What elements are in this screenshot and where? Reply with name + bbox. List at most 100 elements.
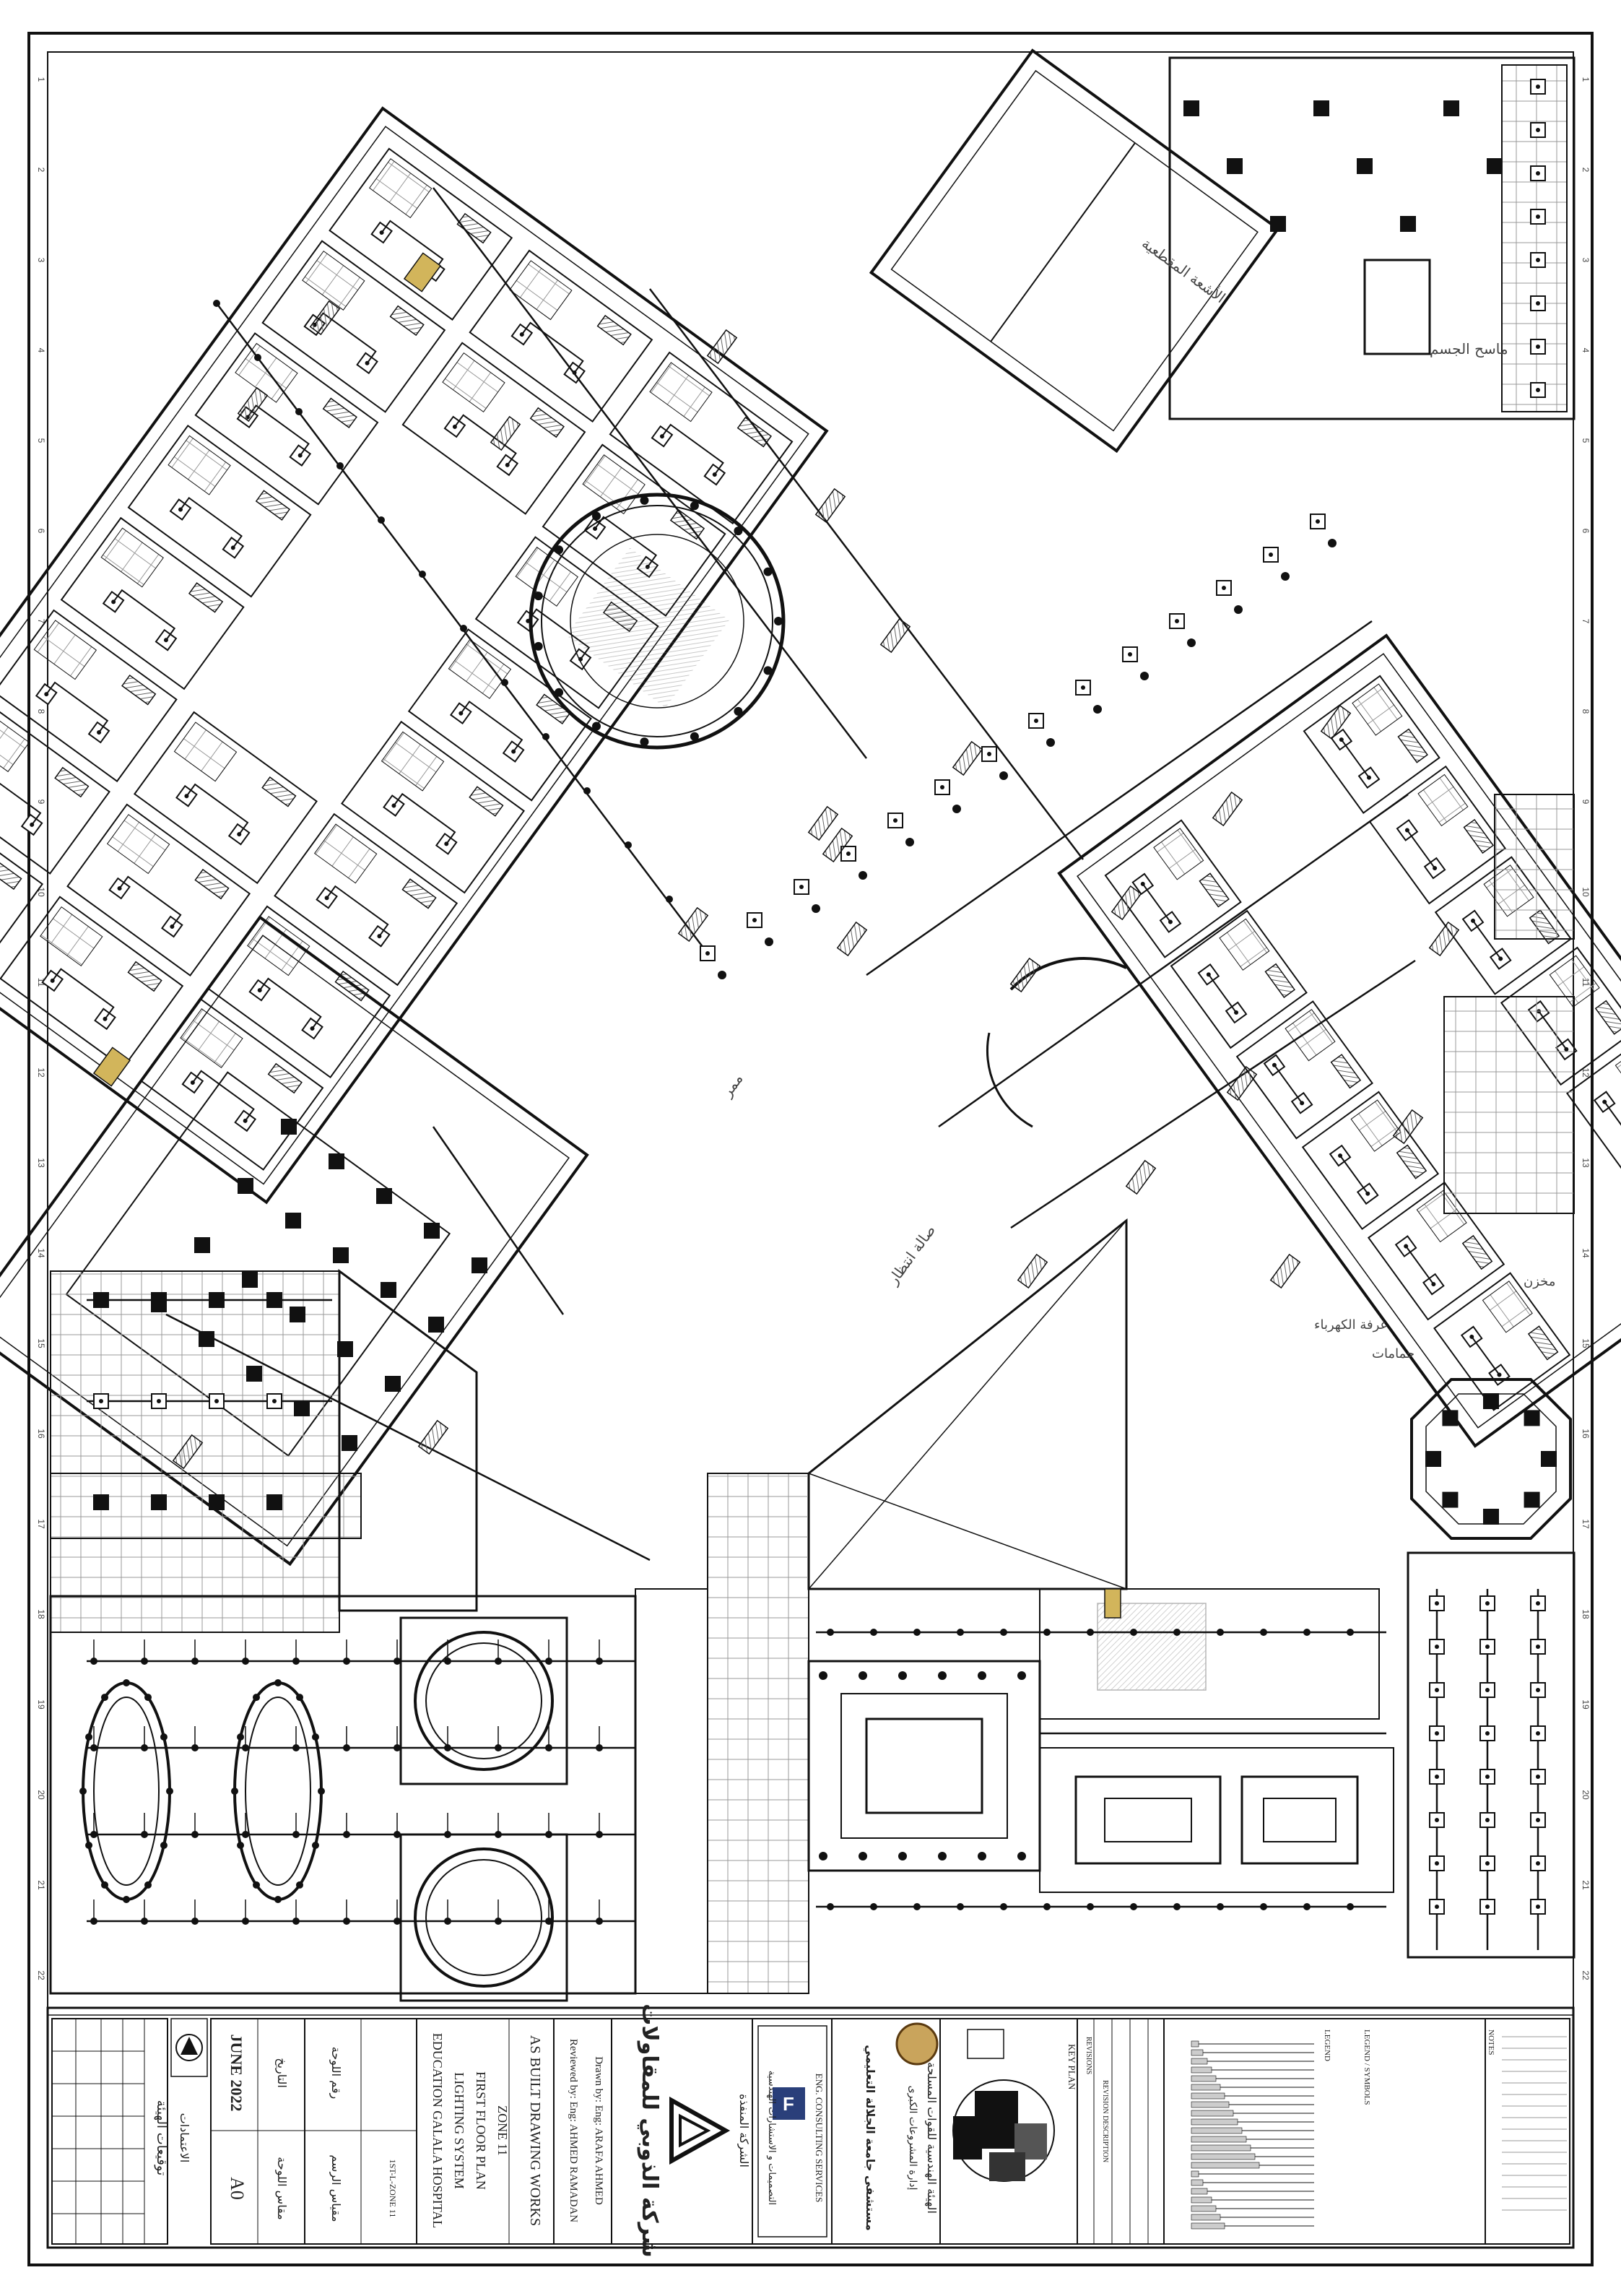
grid-row-label: 8 — [1581, 709, 1591, 714]
authority-block: الهيئة الهندسية للقوات المسلحة إدارة الم… — [831, 2018, 941, 2245]
octagon-room — [1407, 1378, 1576, 1959]
atrium-circle — [529, 493, 786, 750]
grid-row-label: 15 — [36, 1338, 46, 1348]
room-label: ماسح الجسم — [1430, 340, 1508, 358]
date-value: JUNE 2022 — [227, 2035, 245, 2112]
title-block: توقيعات الهيئة الاعتمادات JUNE 2022 التا… — [46, 2003, 1575, 2258]
grid-row-label: 6 — [36, 529, 46, 534]
grid-row-label: 19 — [1581, 1699, 1591, 1710]
atrium-south — [707, 1218, 1394, 1994]
grid-row-label: 22 — [36, 1970, 46, 1980]
contractor-block: شركة الذوبي للمقاولات الشركة المنفذة — [611, 2003, 753, 2258]
lobby-southwest — [50, 1269, 478, 1633]
key-plan: KEY PLAN — [939, 2018, 1078, 2245]
authority-name: الهيئة الهندسية للقوات المسلحة — [924, 2062, 939, 2214]
grid-row-label: 6 — [1581, 529, 1591, 534]
project-line1: EDUCATION GALALA HOSPITAL — [430, 2033, 445, 2229]
grid-row-label: 18 — [36, 1609, 46, 1619]
grid-row-label: 4 — [36, 348, 46, 353]
legend-title: LEGEND / SYMBOLS — [1363, 2029, 1371, 2105]
drawing-type: AS BUILT DRAWING WORKS — [527, 2035, 543, 2226]
distribution-panels — [173, 300, 1459, 1469]
grid-row-label: 9 — [1581, 800, 1591, 805]
reviewed-by: Reviewed by: Eng: AHMED RAMADAN — [568, 2039, 579, 2222]
grid-row-label: 16 — [1581, 1429, 1591, 1439]
grid-row-label: 1 — [36, 77, 46, 82]
grid-row-label: 19 — [36, 1699, 46, 1710]
grid-row-label: 2 — [1581, 168, 1591, 173]
hospital-name: مستشفى جامعة الجلالة التعليمي — [863, 2045, 877, 2231]
room-label: ممر — [718, 1070, 747, 1101]
grid-row-label: 4 — [1581, 348, 1591, 353]
sheet-size-label: مقاس اللوحة — [274, 2157, 289, 2220]
north-arrow-icon — [967, 2029, 1004, 2059]
project-line3: FIRST FLOOR PLAN — [474, 2071, 488, 2190]
authority-sub: إدارة المشروعات الكبرى — [907, 2086, 918, 2191]
grid-row-label: 8 — [36, 709, 46, 714]
room-label: حمامات — [1372, 1346, 1414, 1361]
sheet-size-value: A0 — [227, 2177, 248, 2200]
legend-header: LEGEND — [1323, 2029, 1331, 2061]
wing-northeast — [869, 48, 1280, 454]
stair-east — [1443, 794, 1575, 1214]
grid-row-label: 12 — [1581, 1067, 1591, 1078]
notes-table: NOTES — [1485, 2018, 1570, 2245]
drawing-no-value: 1ST-L-ZONE 11 — [388, 2159, 398, 2218]
drawn-by: Drawn by: Eng: ARAFA AHMED — [593, 2056, 604, 2205]
authority-emblem — [170, 2018, 208, 2077]
grid-row-label: 5 — [36, 438, 46, 443]
sheet-border-outer — [27, 32, 1594, 2266]
key-plan-title: KEY PLAN — [1066, 2044, 1077, 2090]
svg-text:F: F — [783, 2093, 794, 2115]
revision-description: REVISION DESCRIPTION — [1101, 2080, 1109, 2162]
grid-row-label: 17 — [1581, 1519, 1591, 1529]
grid-row-label: 22 — [1581, 1970, 1591, 1980]
consultant-logo-icon: F — [773, 2087, 805, 2120]
grid-row-label: 10 — [1581, 887, 1591, 897]
notes-title: NOTES — [1487, 2029, 1495, 2055]
room-northeast-corner — [1168, 56, 1576, 420]
grid-row-label: 16 — [36, 1429, 46, 1439]
grid-row-label: 21 — [36, 1880, 46, 1890]
key-plan-thumbnail — [952, 2079, 1055, 2182]
accent-tags — [92, 252, 1121, 1619]
room-label: غرفة الكهرباء — [1314, 1317, 1387, 1333]
room-label: مخزن — [1524, 1274, 1555, 1289]
grid-row-label: 14 — [1581, 1248, 1591, 1258]
room-label: الأشعة المقطعية — [1139, 235, 1229, 307]
grid-row-label: 10 — [36, 887, 46, 897]
approvals-table: توقيعات الهيئة الاعتمادات — [51, 2018, 191, 2245]
legend-table: LEGEND / SYMBOLS LEGEND — [1163, 2018, 1486, 2245]
grid-row-label: 17 — [36, 1519, 46, 1529]
grid-row-label: 9 — [36, 800, 46, 805]
room-label: صالة انتظار — [884, 1222, 939, 1288]
grid-row-label: 7 — [1581, 619, 1591, 624]
grid-row-label: 15 — [1581, 1338, 1591, 1348]
scale-label: مقياس الرسم — [329, 2154, 343, 2222]
authority-seal-icon — [895, 2022, 939, 2066]
contractor-name: شركة الذوبي للمقاولات — [637, 2003, 662, 2257]
consultant-name: ENG. CONSULTING SERVICES — [814, 2074, 825, 2203]
revisions-title: REVISIONS — [1085, 2037, 1092, 2074]
grid-row-label: 21 — [1581, 1880, 1591, 1890]
grid-row-label: 18 — [1581, 1609, 1591, 1619]
grid-row-label: 14 — [36, 1248, 46, 1258]
grid-row-label: 13 — [1581, 1158, 1591, 1168]
drawn-reviewed: Reviewed by: Eng: AHMED RAMADAN Drawn by… — [553, 2018, 612, 2245]
date-label: التاريخ — [274, 2058, 289, 2088]
contractor-logo-icon — [669, 2096, 731, 2165]
drawing-no-label: رقم اللوحة — [329, 2047, 343, 2099]
signatures-title: توقيعات الهيئة — [154, 2100, 169, 2175]
wards-south — [49, 1588, 708, 2002]
consultant-ar: التصميمات و الاستشارات الهندسية — [766, 2071, 777, 2205]
grid-row-label: 13 — [36, 1158, 46, 1168]
consultant-block: F ENG. CONSULTING SERVICES التصميمات و ا… — [752, 2018, 833, 2245]
grid-row-label: 1 — [1581, 77, 1591, 82]
grid-row-label: 3 — [36, 258, 46, 263]
light-fixtures — [79, 79, 1557, 1925]
grid-row-label: 20 — [1581, 1790, 1591, 1800]
grid-row-label: 3 — [1581, 258, 1591, 263]
approvals-title: الاعتمادات — [178, 2113, 191, 2163]
grid-row-label: 12 — [36, 1067, 46, 1078]
